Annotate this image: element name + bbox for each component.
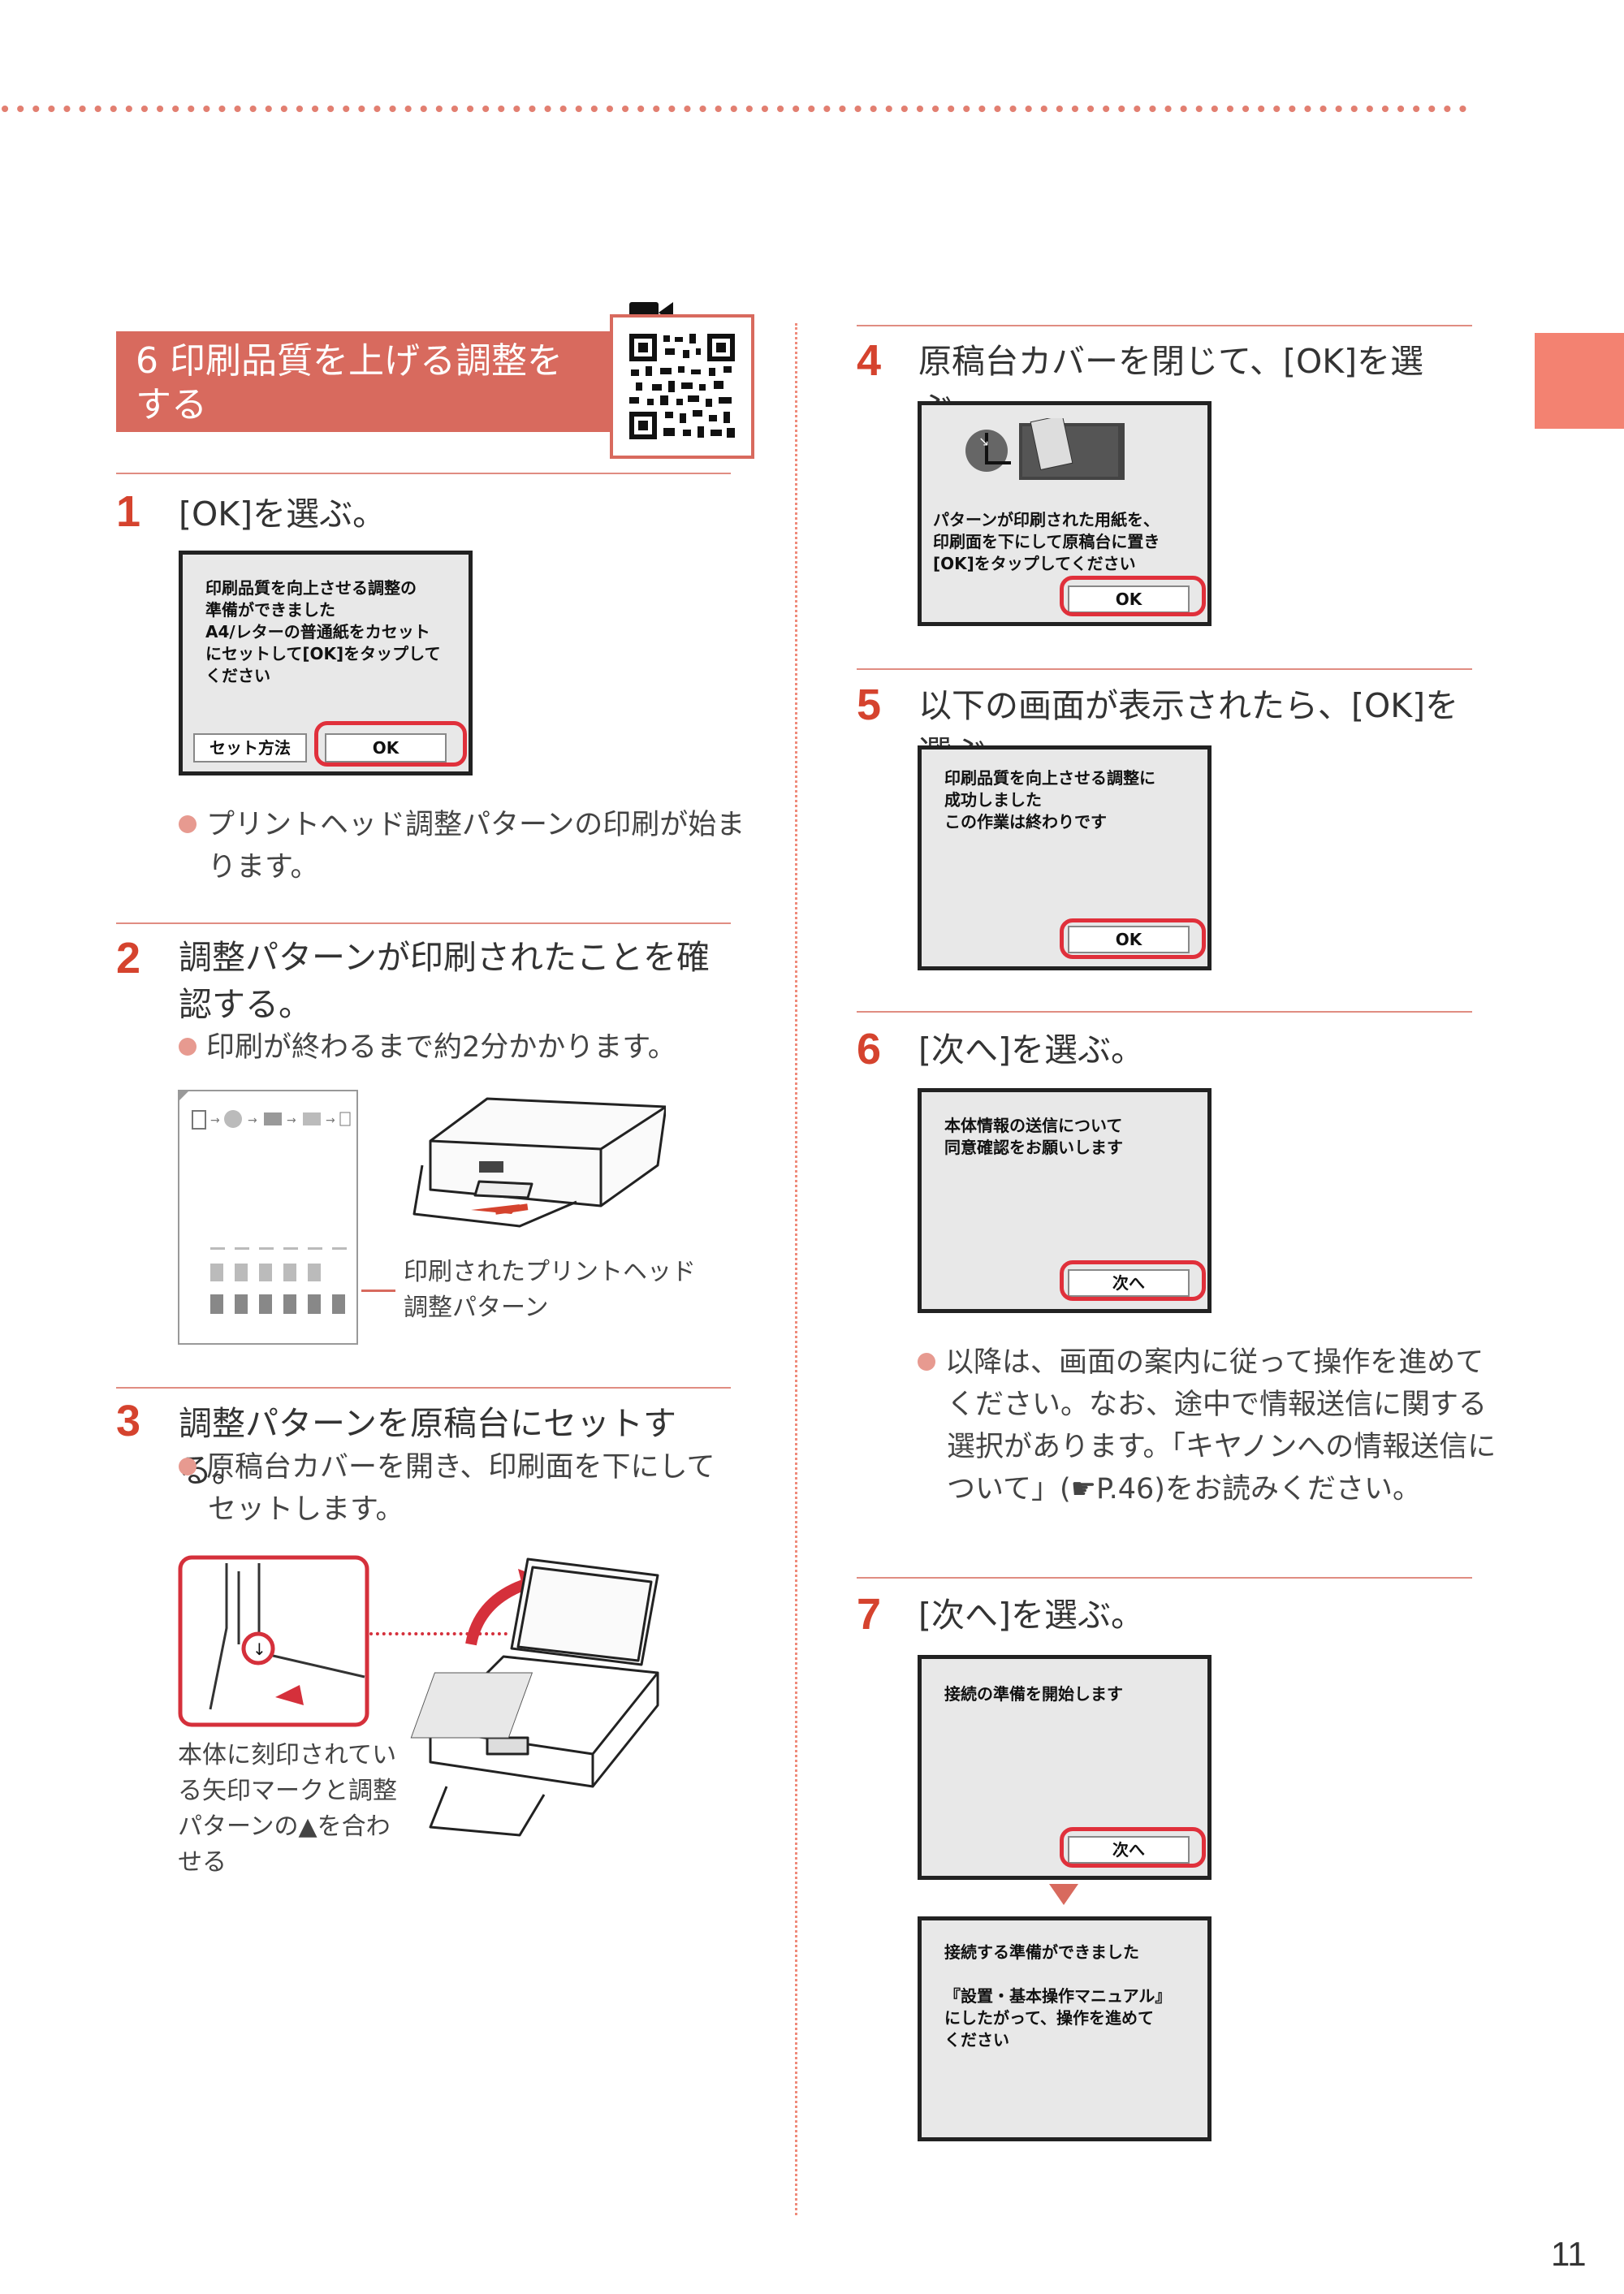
flatbed-printer-illustration xyxy=(410,1557,659,1837)
down-arrow-icon xyxy=(1049,1884,1078,1905)
bullet-icon xyxy=(918,1353,935,1371)
ok-button[interactable]: OK xyxy=(325,733,447,763)
step-text: [次へ]を選ぶ。 xyxy=(918,1596,1144,1635)
alignment-closeup-illustration: ↓ xyxy=(178,1555,369,1727)
pattern-caption: 印刷されたプリントヘッド調整パターン xyxy=(404,1258,696,1322)
step-divider xyxy=(857,668,1472,670)
printer-screen: 本体情報の送信について 同意確認をお願いします 次へ xyxy=(918,1088,1212,1313)
page-number: 11 xyxy=(1551,2235,1587,2273)
svg-text:→: → xyxy=(287,1114,296,1127)
bullet-icon xyxy=(179,815,197,833)
step-text: 調整パターンが印刷されたことを確認する。 xyxy=(179,938,710,1024)
ok-button[interactable]: OK xyxy=(1068,926,1190,953)
step-number: 7 xyxy=(857,1590,882,1639)
step-divider xyxy=(857,1577,1472,1579)
printer-screen: 接続の準備を開始します 次へ xyxy=(918,1655,1212,1880)
printer-output-illustration xyxy=(412,1097,666,1228)
step-divider xyxy=(857,1011,1472,1013)
step-divider xyxy=(857,325,1472,326)
chapter-tab xyxy=(1535,333,1624,429)
platen-diagram-icon: ↘ xyxy=(965,418,1125,480)
printer-screen: 印刷品質を向上させる調整に 成功しました この作業は終わりです OK xyxy=(918,745,1212,970)
alignment-caption: 本体に刻印されている矢印マークと調整パターンの▲を合わせる xyxy=(178,1741,397,1877)
bullet-text: 原稿台カバーを開き、印刷面を下にしてセットします。 xyxy=(206,1451,715,1526)
bullet-icon xyxy=(179,1458,197,1475)
step-number: 6 xyxy=(857,1025,882,1074)
bullet-text: 以降は、画面の案内に従って操作を進めてください。なお、途中で情報送信に関する選択… xyxy=(945,1346,1497,1506)
bullet-icon xyxy=(179,1038,197,1056)
bullet-note: 印刷が終わるまで約2分かかります。 xyxy=(179,1026,760,1069)
svg-text:↓: ↓ xyxy=(253,1639,266,1659)
step-number: 2 xyxy=(116,934,141,983)
screen-message: 印刷品質を向上させる調整に 成功しました この作業は終わりです xyxy=(944,768,1155,832)
button-highlight xyxy=(1060,1260,1206,1301)
printer-screen: 接続する準備ができました 『設置・基本操作マニュアル』 にしたがって、操作を進め… xyxy=(918,1916,1212,2141)
svg-text:↘: ↘ xyxy=(978,434,989,449)
leader-line xyxy=(361,1290,395,1292)
step-divider xyxy=(116,1387,731,1389)
step-text: [次へ]を選ぶ。 xyxy=(918,1030,1144,1069)
qr-code-icon xyxy=(629,334,735,439)
bullet-note: 原稿台カバーを開き、印刷面を下にしてセットします。 xyxy=(179,1446,736,1531)
step-text: 原稿台カバーを閉じて、[OK]を選ぶ。 xyxy=(918,342,1424,428)
setup-method-button[interactable]: セット方法 xyxy=(193,733,307,763)
screen-message: パターンが印刷された用紙を、 印刷面を下にして原稿台に置き [OK]をタップして… xyxy=(933,510,1160,573)
bullet-text: 印刷が終わるまで約2分かかります。 xyxy=(206,1031,676,1064)
ok-button[interactable]: OK xyxy=(1068,585,1190,613)
button-highlight xyxy=(314,721,467,767)
step-text: [OK]を選ぶ。 xyxy=(179,495,387,534)
top-dotted-rule xyxy=(2,106,1478,112)
step-divider xyxy=(116,922,731,924)
screen-message: 本体情報の送信について 同意確認をお願いします xyxy=(944,1116,1123,1157)
leader-line xyxy=(369,1632,508,1635)
screen-message: 接続の準備を開始します xyxy=(944,1684,1123,1704)
column-divider xyxy=(795,323,797,2215)
screen-message: 接続する準備ができました 『設置・基本操作マニュアル』 にしたがって、操作を進め… xyxy=(944,1942,1172,2050)
button-highlight xyxy=(1060,918,1206,959)
next-button[interactable]: 次へ xyxy=(1068,1836,1190,1864)
bullet-note: プリントヘッド調整パターンの印刷が始まります。 xyxy=(179,804,760,888)
svg-text:→: → xyxy=(210,1114,220,1127)
section-title: 6 印刷品質を上げる調整をする xyxy=(136,340,563,426)
step-number: 4 xyxy=(857,336,882,385)
step-number: 5 xyxy=(857,680,882,729)
svg-text:→: → xyxy=(248,1114,257,1127)
screen-message: 印刷品質を向上させる調整の 準備ができました A4/レターの普通紙をカセット に… xyxy=(205,578,441,685)
printed-pattern-sheet-illustration: → → → → xyxy=(178,1090,358,1345)
next-button[interactable]: 次へ xyxy=(1068,1269,1190,1297)
bullet-text: プリントヘッド調整パターンの印刷が始まります。 xyxy=(206,809,745,883)
printer-screen: 印刷品質を向上させる調整の 準備ができました A4/レターの普通紙をカセット に… xyxy=(179,551,473,775)
button-highlight xyxy=(1060,576,1206,616)
button-highlight xyxy=(1060,1827,1206,1868)
bullet-note: 以降は、画面の案内に従って操作を進めてください。なお、途中で情報送信に関する選択… xyxy=(918,1341,1507,1510)
svg-text:→: → xyxy=(326,1114,335,1127)
step-number: 1 xyxy=(116,487,141,536)
qr-code[interactable] xyxy=(610,314,754,459)
step-number: 3 xyxy=(116,1397,141,1445)
section-heading: 6 印刷品質を上げる調整をする xyxy=(116,331,620,432)
step-divider xyxy=(116,473,731,474)
